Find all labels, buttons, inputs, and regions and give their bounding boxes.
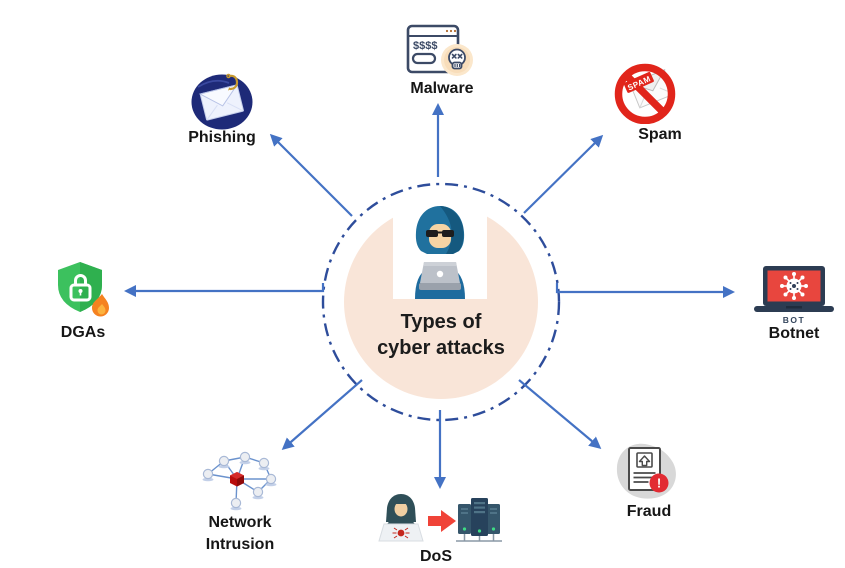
arrow-to-network-intrusion — [281, 379, 363, 450]
fishhook-barb — [228, 87, 231, 91]
document-arrow-box — [636, 452, 653, 468]
phishing-line — [197, 79, 230, 88]
botnet-caption: BOT — [782, 315, 806, 325]
spam-label: Spam — [638, 126, 682, 143]
lock-keyhole-slot — [79, 291, 82, 296]
center-title-line1: Types of — [400, 311, 482, 333]
dos-label: DoS — [420, 548, 452, 565]
browser-dot — [453, 29, 457, 33]
lock-keyhole — [78, 289, 83, 293]
arrow-to-dgas — [123, 283, 325, 298]
up-arrow-glyph — [638, 455, 651, 467]
dos-hacker-brow — [393, 499, 409, 505]
browser-dot — [449, 29, 453, 33]
laptop-logo — [436, 270, 444, 278]
dos-hacker-face — [394, 501, 408, 517]
virus-core — [792, 284, 796, 288]
botnet-label: Botnet — [768, 325, 820, 342]
fraud-icon: ! — [616, 443, 676, 499]
server-rack-icon — [456, 498, 502, 542]
sunglasses-left — [426, 230, 438, 237]
malware-label: Malware — [410, 80, 474, 97]
laptop-bug — [397, 529, 405, 537]
dollars-text: $$$$ — [413, 40, 437, 52]
network-label-line1: Network — [208, 514, 272, 531]
center-title-line2: cyber attacks — [377, 337, 505, 359]
browser-dot — [445, 29, 449, 33]
alert-badge — [649, 473, 669, 493]
laptop-notch — [786, 306, 802, 309]
sunglasses-bridge — [437, 231, 443, 234]
network-nodes — [202, 451, 277, 509]
browser-button-pill — [411, 52, 437, 65]
network-intrusion-label: Network Intrusion — [206, 512, 274, 556]
fishhook-icon — [228, 74, 239, 91]
skull-teeth — [454, 64, 461, 67]
arrow-to-phishing — [269, 133, 353, 217]
lock-shackle — [74, 274, 87, 285]
virus-satellites — [780, 272, 808, 300]
laptop-bug-legs — [392, 527, 410, 539]
arrow-to-fraud — [518, 379, 602, 449]
red-intruder-node-side — [237, 475, 244, 487]
dgas-icon — [58, 262, 109, 317]
phishing-label: Phishing — [188, 129, 256, 146]
sunglasses-right — [442, 230, 454, 237]
hacker-icon — [415, 206, 465, 299]
dgas-label: DGAs — [60, 324, 106, 341]
alert-exclamation: ! — [657, 476, 661, 491]
dos-icon — [378, 494, 502, 542]
botnet-icon — [754, 266, 834, 312]
network-label-line2: Intrusion — [205, 536, 275, 553]
skull-eyes — [451, 53, 463, 59]
arrow-to-spam — [523, 134, 604, 214]
network-intrusion-icon — [202, 451, 277, 511]
spam-icon: SPAM — [614, 63, 676, 124]
malware-icon: $$$$ — [406, 24, 473, 76]
phishing-envelope — [198, 84, 244, 121]
lock-body — [69, 283, 92, 302]
fraud-label: Fraud — [626, 503, 672, 520]
phishing-icon — [191, 73, 253, 130]
laptop-lid-top — [423, 262, 457, 266]
attack-arrow — [428, 510, 456, 532]
laptop-base — [754, 306, 834, 312]
prohibition-ring — [614, 63, 676, 124]
center-title: Types of cyber attacks — [377, 309, 505, 361]
flame-inner — [97, 304, 106, 315]
arrow-to-botnet — [555, 283, 736, 299]
network-node-bases — [202, 460, 277, 511]
center-circle-fill — [344, 205, 538, 399]
center-circle-dash-border — [321, 182, 561, 422]
center-hacker-card — [393, 198, 487, 299]
laptop-base — [419, 283, 461, 290]
